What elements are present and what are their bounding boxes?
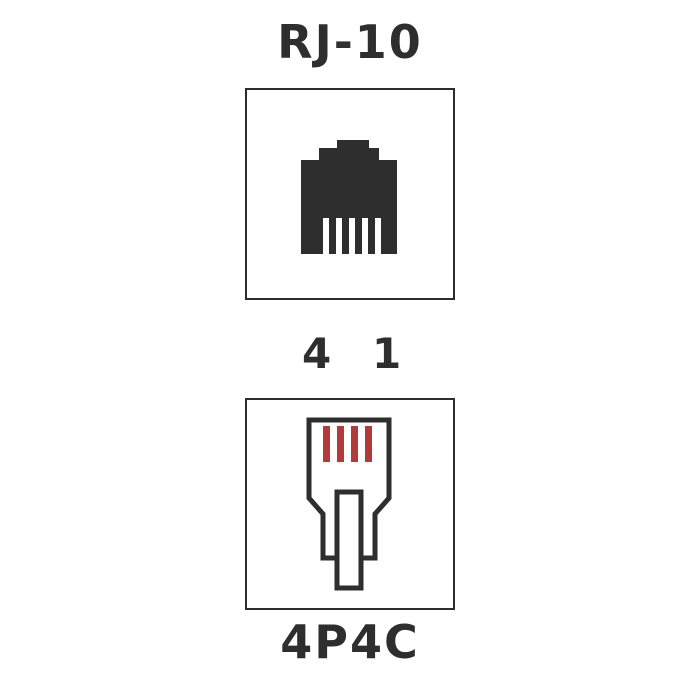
plug-panel <box>245 398 455 610</box>
connector-type-label: 4P4C <box>280 615 420 669</box>
pin-number-left: 4 <box>302 329 332 378</box>
plug-contact-1 <box>323 426 330 462</box>
connector-name-label: RJ-10 <box>277 15 423 69</box>
plug-contact-2 <box>337 426 344 462</box>
jack-slot-3 <box>349 218 355 254</box>
plug-outline <box>306 417 392 561</box>
plug-contact-3 <box>351 426 358 462</box>
jack-slot-5 <box>375 218 381 254</box>
jack-slot-2 <box>336 218 342 254</box>
jack-slot-1 <box>323 218 329 254</box>
rj10-jack-icon <box>301 140 397 254</box>
jack-panel <box>245 88 455 300</box>
plug-latch <box>334 489 364 591</box>
pin-number-right: 1 <box>372 329 402 378</box>
4p4c-plug-icon <box>306 417 392 591</box>
jack-slot-4 <box>362 218 368 254</box>
plug-contact-4 <box>365 426 372 462</box>
